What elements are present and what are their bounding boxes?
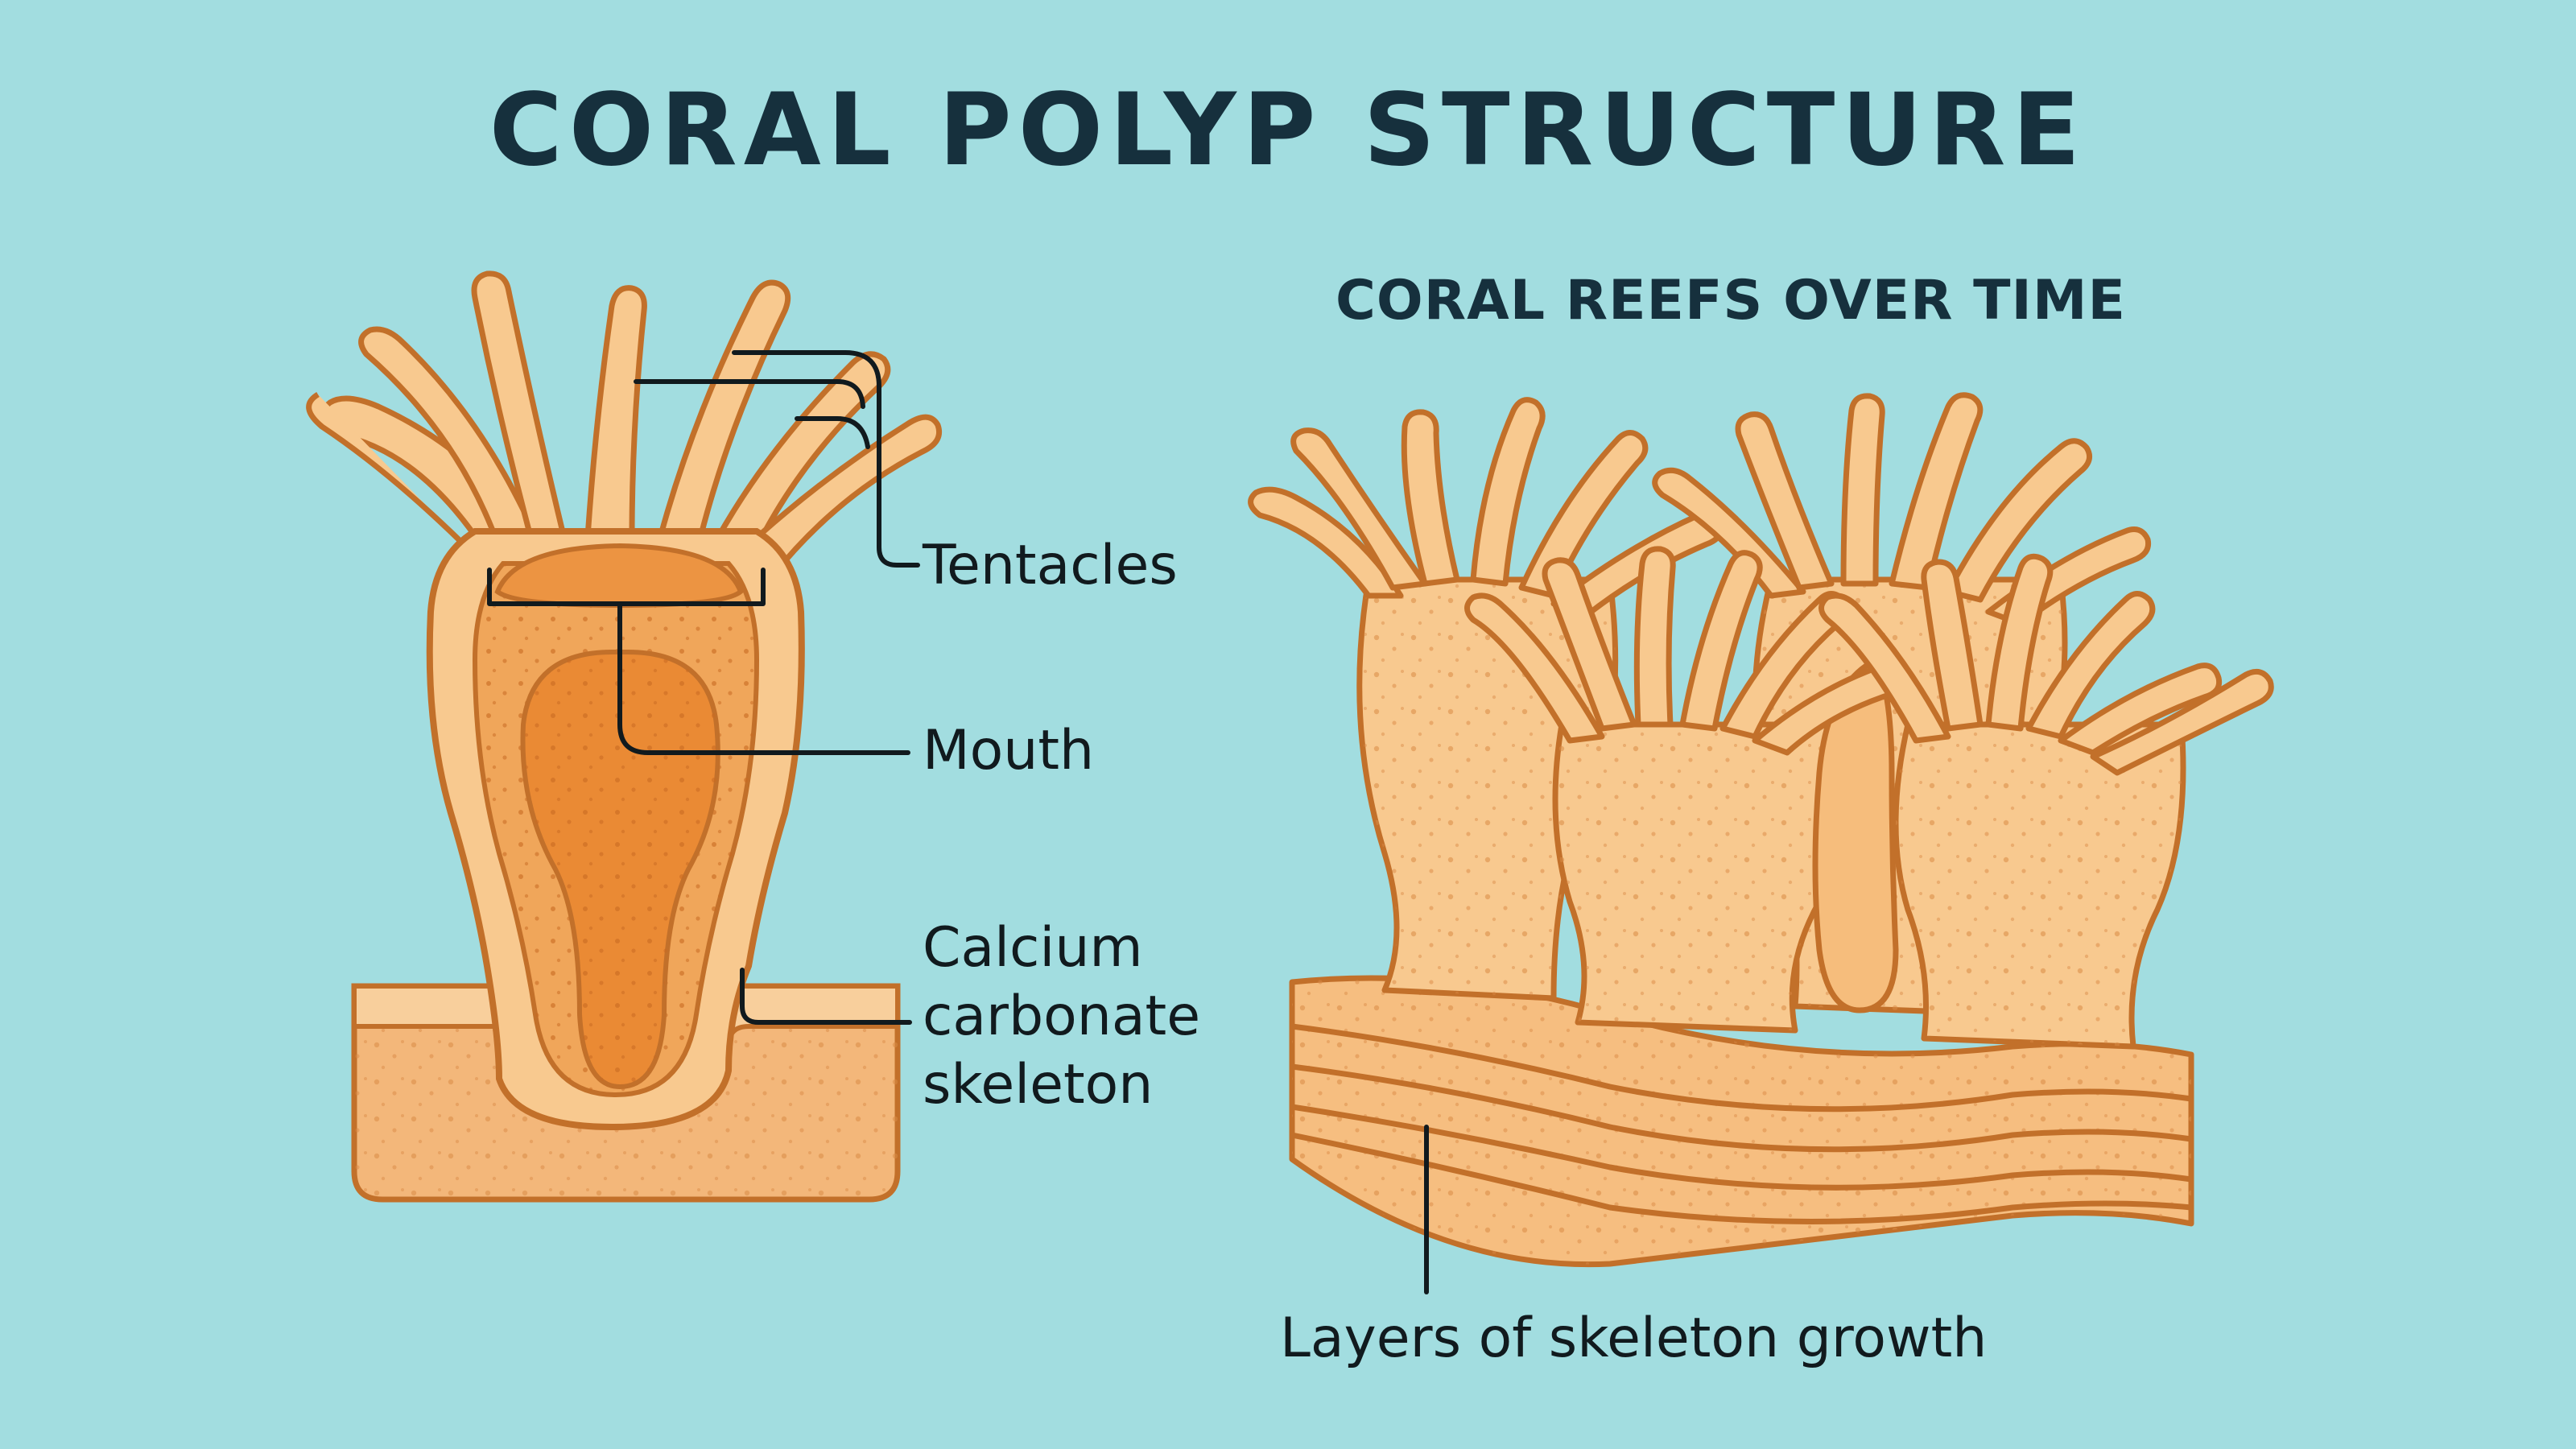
polyp-leader-lines bbox=[487, 350, 920, 1025]
polyp-body bbox=[426, 528, 805, 1131]
label-tentacles: Tentacles bbox=[923, 534, 1178, 597]
reef-skeleton-layers bbox=[1289, 975, 2194, 1268]
skeleton-leader bbox=[740, 968, 912, 1025]
reef-illustration bbox=[1248, 392, 2274, 1294]
label-layers-of-skeleton-growth: Layers of skeleton growth bbox=[1280, 1307, 1988, 1370]
label-calcium-carbonate-skeleton: Calcium carbonate skeleton bbox=[923, 914, 1200, 1119]
tentacles-leader-3 bbox=[795, 416, 870, 449]
label-mouth: Mouth bbox=[923, 719, 1095, 782]
reef-tentacles-back bbox=[1248, 392, 2152, 627]
reef-subtitle: CORAL REEFS OVER TIME bbox=[1335, 269, 2126, 332]
reef-tentacles-front bbox=[1464, 546, 2274, 776]
label-skeleton-line-1: Calcium bbox=[923, 916, 1143, 980]
diagram-title: CORAL POLYP STRUCTURE bbox=[489, 72, 2087, 188]
tentacles-leader-2 bbox=[634, 379, 865, 409]
polyp-tentacles bbox=[306, 270, 943, 579]
label-skeleton-line-2: carbonate bbox=[923, 985, 1201, 1048]
label-skeleton-line-3: skeleton bbox=[923, 1053, 1154, 1117]
reef-polyp-cavity bbox=[1812, 656, 1899, 1013]
polyp-illustration bbox=[306, 270, 943, 1203]
mouth-leader bbox=[617, 601, 910, 755]
tentacles-leader bbox=[732, 350, 920, 568]
mouth-bracket bbox=[487, 568, 766, 606]
